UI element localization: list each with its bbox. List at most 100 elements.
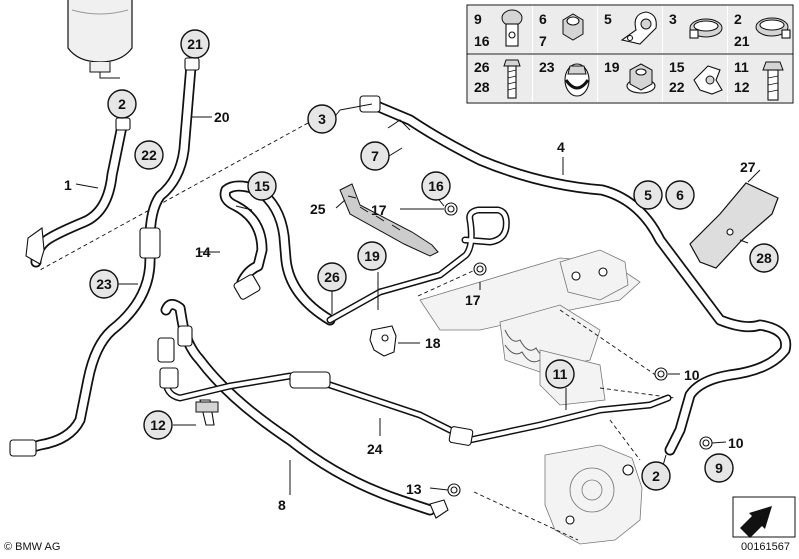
copyright-label: © BMW AG [4,541,61,553]
svg-text:6: 6 [676,187,684,203]
label-10a: 10 [684,367,700,383]
seal-rings [444,202,713,497]
callout-2a: 2 [107,89,137,119]
legend-cell-8: 19 [598,55,662,102]
pipe-24 [159,367,672,446]
label-20: 20 [214,109,230,125]
legend-cell-7: 23 [533,55,597,102]
pipe-clamp-icon [620,11,657,45]
label-25: 25 [310,201,326,217]
cable-tie-25 [339,183,439,257]
pipe-14 [219,180,336,326]
svg-text:5: 5 [644,187,652,203]
label-18: 18 [425,335,441,351]
legend-cell-2: 6 7 [533,6,597,53]
svg-text:11: 11 [734,59,749,75]
svg-text:12: 12 [150,417,166,433]
svg-text:23: 23 [539,59,555,75]
label-14: 14 [195,244,211,260]
callout-11: 11 [545,359,575,389]
cable-tie-icon [564,63,590,97]
screw-icon [762,61,784,101]
svg-text:28: 28 [474,79,490,95]
svg-text:22: 22 [669,79,685,95]
legend-cell-6: 26 28 [468,55,532,102]
label-24: 24 [367,441,383,457]
svg-text:11: 11 [553,366,568,382]
reference-lines [39,122,676,541]
svg-text:5: 5 [604,11,612,27]
callout-6: 6 [665,180,695,210]
svg-text:15: 15 [669,59,685,75]
svg-text:7: 7 [371,148,379,164]
callout-19: 19 [357,241,387,271]
svg-text:6: 6 [539,11,547,27]
legend-cell-4: 3 [663,6,727,53]
legend-cell-10: 11 12 [728,55,792,102]
hex-nut-icon [562,13,584,41]
callout-28: 28 [749,243,779,273]
parts-legend: 9 16 6 7 5 3 2 21 26 [466,4,794,104]
svg-text:21: 21 [187,36,203,52]
callout-15: 15 [247,171,277,201]
hose-1 [25,117,131,268]
callout-5: 5 [633,180,663,210]
pipe-26-line [326,206,510,324]
svg-text:26: 26 [474,59,490,75]
svg-text:16: 16 [474,33,490,49]
leader-lines [75,103,761,495]
svg-text:3: 3 [318,111,326,127]
svg-text:7: 7 [539,33,547,49]
svg-text:26: 26 [324,269,340,285]
hose-clamp-icon [755,17,791,39]
callout-22: 22 [134,140,164,170]
label-17b: 17 [465,292,481,308]
svg-text:16: 16 [428,178,444,194]
svg-text:21: 21 [734,33,750,49]
svg-text:2: 2 [652,468,660,484]
svg-text:2: 2 [734,11,742,27]
callout-2b: 2 [641,461,671,491]
svg-text:19: 19 [364,248,380,264]
orientation-arrow-icon [732,496,796,538]
spring-clip-icon [693,65,723,95]
svg-text:19: 19 [604,59,620,75]
svg-text:12: 12 [734,79,750,95]
callout-9: 9 [704,453,734,483]
label-4: 4 [557,139,565,155]
hex-bolt-icon [503,59,521,99]
callout-21: 21 [180,29,210,59]
callout-3: 3 [307,104,337,134]
bracket-27 [689,182,779,269]
document-number: 00161567 [741,541,790,553]
legend-cell-3: 5 [598,6,662,53]
label-1: 1 [64,177,72,193]
callout-16: 16 [421,171,451,201]
svg-text:15: 15 [254,178,270,194]
legend-cell-9: 15 22 [663,55,727,102]
legend-cell-1: 9 16 [468,6,532,53]
flange-nut-icon [626,63,656,94]
reservoir-ghost [67,0,133,79]
callout-12: 12 [143,410,173,440]
callout-7: 7 [360,141,390,171]
legend-cell-5: 2 21 [728,6,792,53]
power-steering-pump-ghost [544,444,643,545]
hose-clip-icon [689,18,723,39]
svg-text:23: 23 [96,276,112,292]
label-13: 13 [406,481,422,497]
label-10b: 10 [728,435,744,451]
banjo-bolt-icon [501,9,523,47]
label-17a: 17 [371,202,387,218]
hose-23 [9,227,161,457]
pipe-8 [157,299,449,519]
label-8: 8 [278,497,286,513]
svg-text:3: 3 [669,11,677,27]
bracket-18 [369,325,397,357]
steering-rack-ghost [419,249,641,406]
callout-23: 23 [89,269,119,299]
svg-text:9: 9 [715,460,723,476]
label-27: 27 [740,159,756,175]
svg-text:9: 9 [474,11,482,27]
